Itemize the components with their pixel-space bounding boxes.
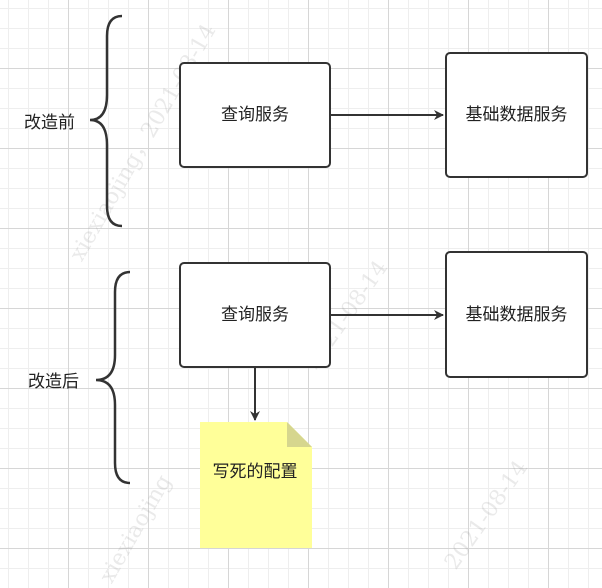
- label-after: 改造后: [28, 372, 79, 392]
- box-after-base-data-service[interactable]: 基础数据服务: [445, 251, 588, 378]
- brace-after: [95, 270, 131, 485]
- connectors: [89, 14, 444, 548]
- box-after-query-service[interactable]: 查询服务: [179, 262, 331, 368]
- note-fold: [287, 422, 312, 447]
- label-before: 改造前: [24, 113, 75, 133]
- box-before-query-service[interactable]: 查询服务: [179, 62, 331, 168]
- config-note-text[interactable]: 写死的配置: [212, 462, 298, 482]
- box-before-base-data-service[interactable]: 基础数据服务: [445, 52, 588, 178]
- brace-before: [89, 14, 123, 228]
- config-note: [200, 422, 312, 548]
